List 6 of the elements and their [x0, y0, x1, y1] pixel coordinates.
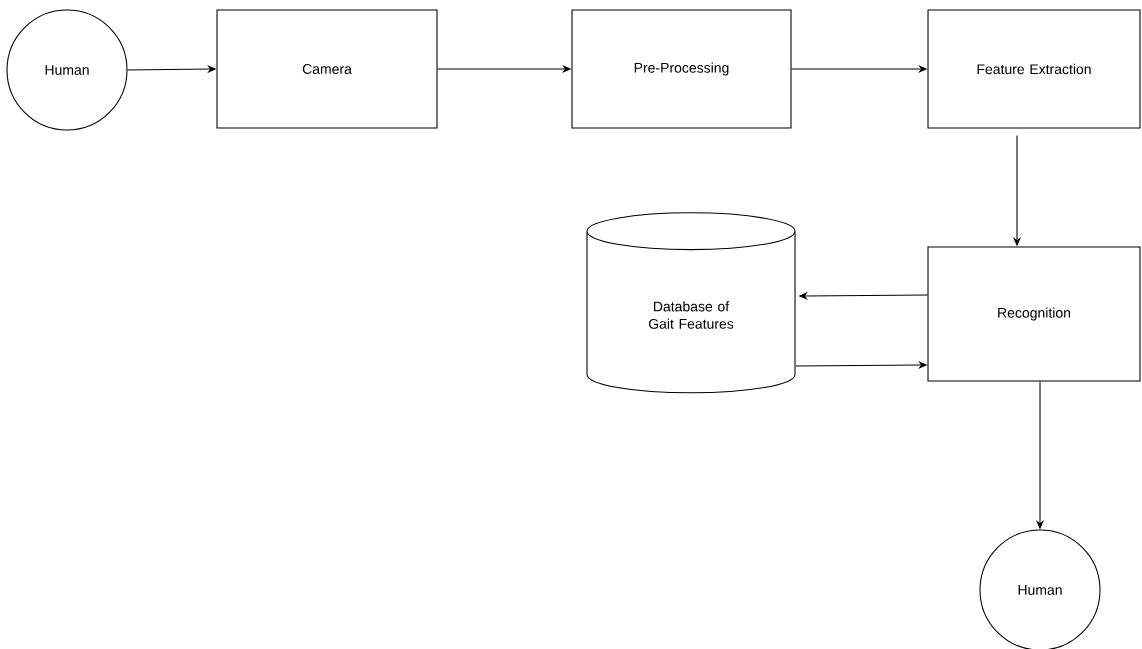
- database-cylinder: Database of Gait Features: [586, 212, 796, 394]
- process-box: Pre-Processing: [571, 9, 792, 129]
- circle-node: Human: [6, 9, 128, 131]
- process-box: Camera: [216, 9, 438, 129]
- process-box: Recognition: [927, 246, 1141, 382]
- process-box: Feature Extraction: [927, 9, 1141, 129]
